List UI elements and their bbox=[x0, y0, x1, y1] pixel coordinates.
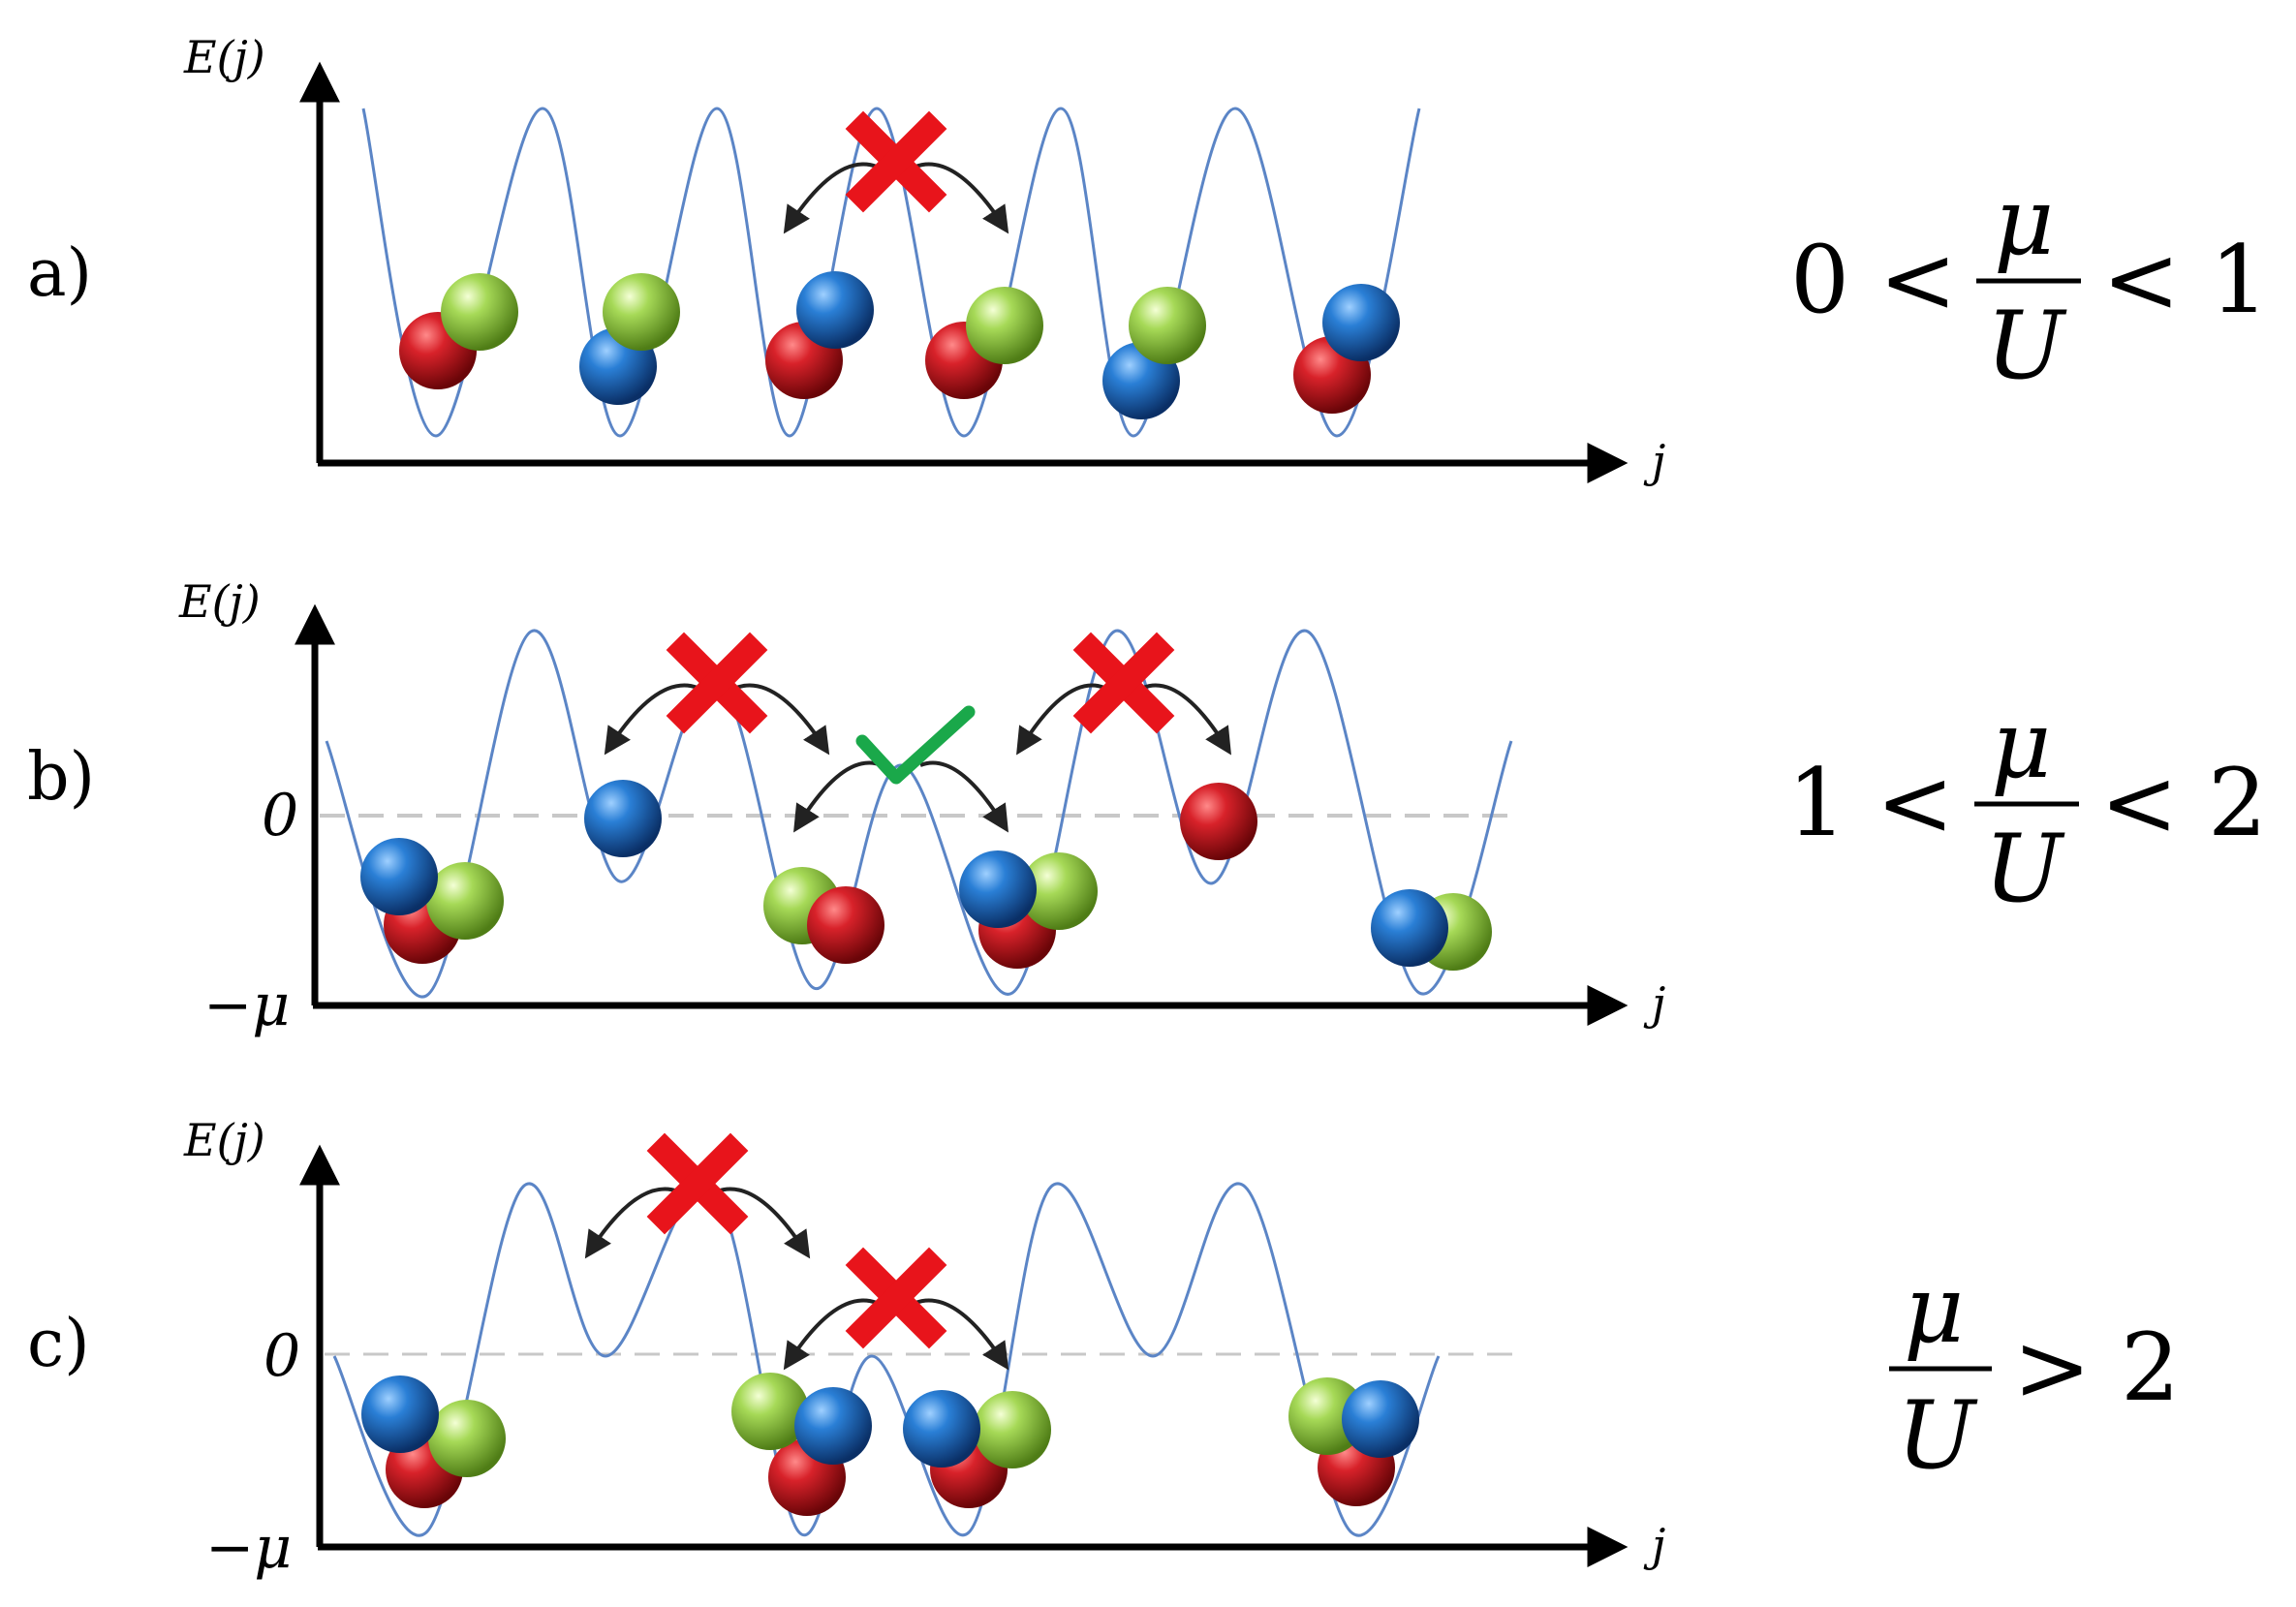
panel-b-condition: 1 < μ U < 2 bbox=[1787, 691, 2267, 923]
panel-a-condition: 0 < μ U < 1 bbox=[1790, 168, 2269, 400]
hop-arrow-icon-left bbox=[1016, 683, 1105, 756]
panel-c-zero-label: 0 bbox=[264, 1322, 300, 1390]
particle-green bbox=[1020, 852, 1098, 930]
panel-a-ylabel: E(j) bbox=[183, 31, 265, 83]
panel-c-ylabel: E(j) bbox=[183, 1114, 265, 1166]
panel-a-xlabel: j bbox=[1643, 435, 1665, 487]
forbidden-hop-cross-icon bbox=[666, 632, 768, 734]
hop-arrow-icon-left bbox=[783, 1298, 878, 1371]
particle-blue bbox=[903, 1390, 980, 1468]
particle-green bbox=[441, 273, 518, 351]
particle-red bbox=[807, 886, 884, 964]
panel-c-condition: μ U > 2 bbox=[1889, 1255, 2180, 1490]
particle-green bbox=[1129, 287, 1206, 364]
panel-c-potential-curve bbox=[332, 1182, 1441, 1537]
particle-blue bbox=[361, 1375, 439, 1453]
particle-blue bbox=[959, 850, 1037, 928]
particle-green bbox=[974, 1391, 1051, 1468]
particle-blue bbox=[796, 271, 874, 349]
particle-green bbox=[731, 1373, 809, 1450]
forbidden-hop-cross-icon bbox=[646, 1132, 749, 1235]
particle-blue bbox=[584, 780, 662, 857]
panel-b-condition-rhs: < 2 bbox=[2100, 749, 2267, 857]
particle-green bbox=[428, 1400, 506, 1477]
panel-b-xlabel: j bbox=[1643, 977, 1665, 1030]
panel-a-particles bbox=[399, 271, 1400, 419]
panel-a: a) E(j) j 0 < μ U < 1 bbox=[27, 31, 2269, 487]
panel-b-condition-denominator: U bbox=[1984, 815, 2065, 923]
panel-b-label: b) bbox=[27, 739, 95, 816]
panel-c-particles bbox=[361, 1373, 1419, 1516]
panel-c-hops bbox=[584, 1132, 1009, 1371]
hop-arrow-icon-left bbox=[584, 1187, 679, 1259]
hop-arrow-icon-right bbox=[915, 162, 1009, 234]
panel-c-xlabel: j bbox=[1643, 1519, 1665, 1571]
panel-b-condition-numerator: μ bbox=[1991, 691, 2051, 799]
forbidden-hop-cross-icon bbox=[845, 1247, 947, 1349]
panel-c-condition-rhs: > 2 bbox=[2013, 1313, 2180, 1422]
panel-a-condition-denominator: U bbox=[1986, 292, 2067, 400]
forbidden-hop-cross-icon bbox=[845, 110, 947, 213]
panel-b-particles bbox=[360, 780, 1492, 971]
panel-b-ylabel: E(j) bbox=[178, 575, 261, 628]
hop-arrow-icon-right bbox=[915, 1298, 1009, 1371]
hop-arrow-icon-left bbox=[783, 162, 878, 234]
panel-b-minus-mu-label: −μ bbox=[203, 972, 290, 1039]
hop-arrow-icon-left bbox=[793, 760, 883, 833]
panel-a-condition-lhs: 0 < bbox=[1790, 226, 1957, 334]
particle-green bbox=[966, 287, 1043, 364]
hop-arrow-icon-right bbox=[919, 760, 1008, 833]
allowed-hop-check-icon bbox=[855, 705, 976, 785]
panel-a-label: a) bbox=[27, 235, 92, 312]
panel-b-hops bbox=[604, 632, 1231, 833]
particle-green bbox=[603, 273, 680, 351]
hop-arrow-icon-right bbox=[735, 683, 830, 756]
panel-a-hops bbox=[783, 110, 1009, 234]
panel-c-label: c) bbox=[27, 1306, 90, 1382]
panel-b-zero-label: 0 bbox=[262, 782, 298, 850]
panel-c-condition-numerator: μ bbox=[1904, 1255, 1964, 1364]
panel-a-potential-curve bbox=[361, 107, 1421, 438]
particle-green bbox=[426, 862, 504, 940]
particle-red bbox=[1180, 783, 1257, 860]
hop-arrow-icon-right bbox=[716, 1187, 811, 1259]
particle-blue bbox=[360, 838, 438, 915]
particle-blue bbox=[1371, 889, 1448, 967]
panel-c-minus-mu-label: −μ bbox=[205, 1514, 292, 1582]
particle-blue bbox=[1322, 284, 1400, 361]
panel-b-condition-lhs: 1 < bbox=[1787, 749, 1954, 857]
hop-arrow-icon-left bbox=[604, 683, 698, 756]
panel-c: c) E(j) j 0 −μ μ U > 2 bbox=[27, 1114, 2180, 1582]
hop-arrow-icon-right bbox=[1142, 683, 1231, 756]
forbidden-hop-cross-icon bbox=[1072, 632, 1175, 734]
particle-blue bbox=[794, 1387, 872, 1465]
panel-b: b) E(j) j 0 −μ 1 < μ U < 2 bbox=[27, 575, 2267, 1039]
panel-c-condition-denominator: U bbox=[1897, 1381, 1978, 1490]
particle-blue bbox=[1342, 1380, 1419, 1458]
panel-a-condition-numerator: μ bbox=[1994, 168, 2054, 276]
panel-a-condition-rhs: < 1 bbox=[2102, 226, 2269, 334]
